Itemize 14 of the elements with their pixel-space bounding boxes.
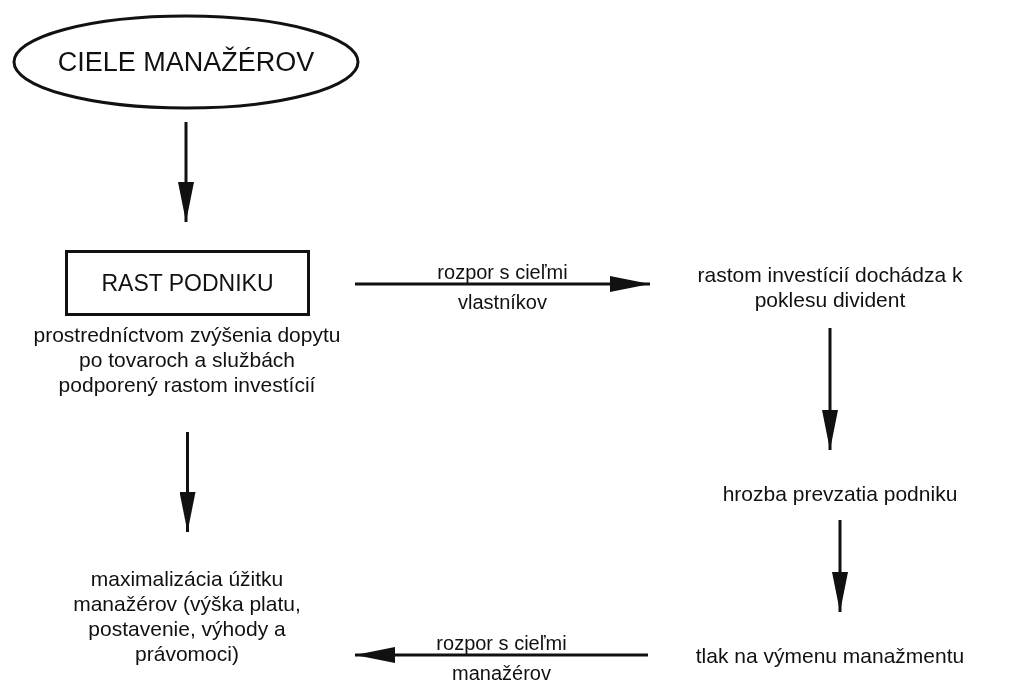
arrow (832, 520, 848, 612)
node-text: rastom investícií dochádza k poklesu divident (696, 262, 964, 312)
edge-label: rozpor s cieľmi vlastníkov (436, 260, 569, 315)
node-text: tlak na výmenu manažmentu (695, 642, 965, 668)
node-text: maximalizácia úžitku manažérov (výška platu, postavenie, výhody a právomoci) (72, 566, 302, 666)
node-caption: prostredníctvom zvýšenia dopytu po tovaroch a službách podporený rastom investícií (32, 322, 342, 397)
arrow (355, 647, 648, 663)
arrow (178, 122, 194, 222)
arrow (355, 276, 650, 292)
edge-label: rozpor s cieľmi manažérov (435, 631, 568, 685)
arrow (822, 328, 838, 450)
process-box: RAST PODNIKU (65, 250, 310, 316)
node-text: hrozba prevzatia podniku (722, 480, 958, 506)
arrow (179, 432, 196, 532)
